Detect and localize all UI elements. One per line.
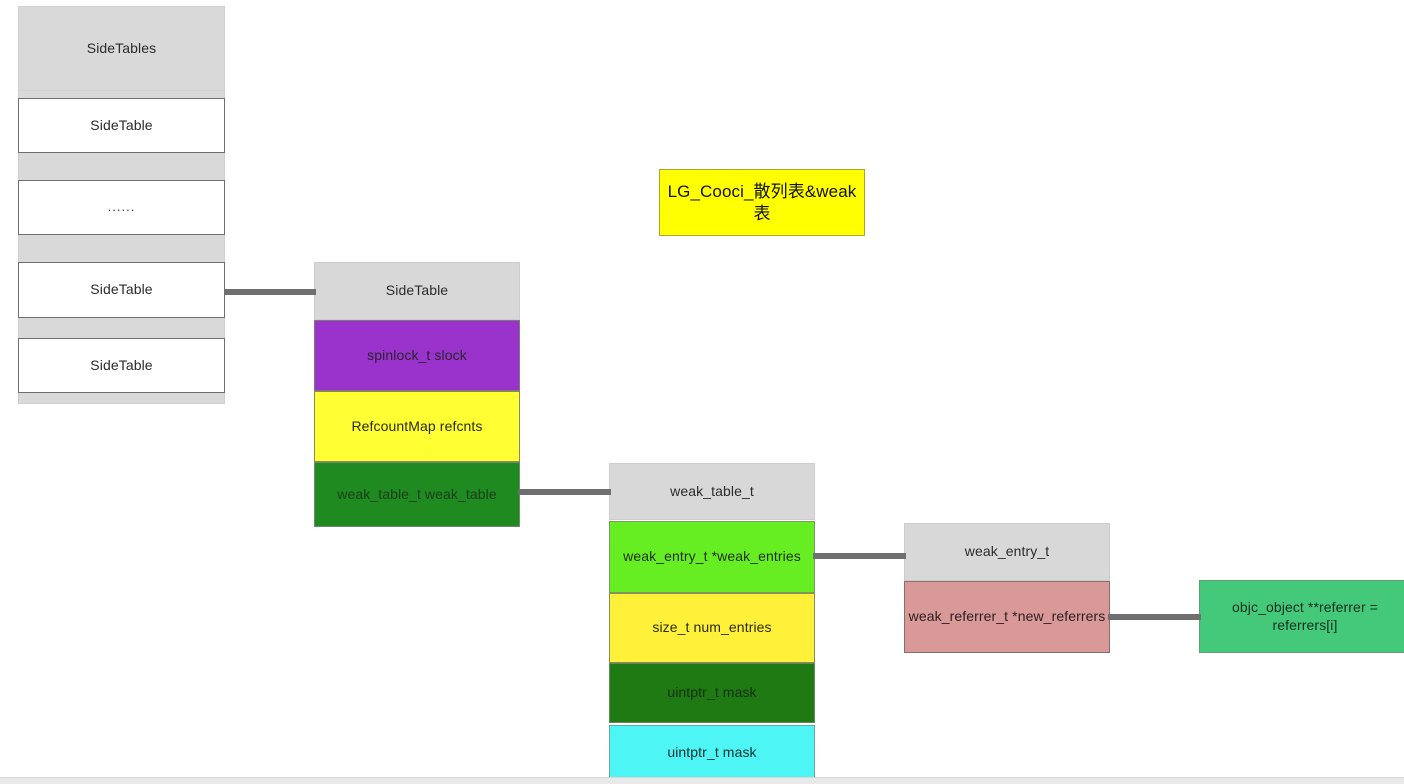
connector-weak-table-to-weak-entry (813, 553, 906, 559)
sidetables-group-header: SideTables (18, 6, 225, 91)
connector-sidetable-to-weak-table (518, 489, 611, 495)
sidetables-cell-2[interactable]: SideTable (18, 262, 225, 318)
sidetables-cell-0[interactable]: SideTable (18, 98, 225, 153)
connector-sidetables-to-sidetable (224, 289, 316, 295)
page-bottom-edge (0, 777, 1404, 784)
weak-entry-struct-header: weak_entry_t (904, 523, 1110, 581)
sidetable-field-slock[interactable]: spinlock_t slock (314, 320, 520, 391)
weak-table-field-mask-1[interactable]: uintptr_t mask (609, 663, 815, 723)
sidetables-cell-1[interactable]: ...... (18, 180, 225, 235)
weak-table-field-num-entries[interactable]: size_t num_entries (609, 593, 815, 663)
referrer-box[interactable]: objc_object **referrer = referrers[i] (1199, 580, 1404, 653)
sidetables-cell-3[interactable]: SideTable (18, 338, 225, 393)
weak-table-field-mask-2[interactable]: uintptr_t mask (609, 725, 815, 781)
sidetable-field-weak-table[interactable]: weak_table_t weak_table (314, 462, 520, 527)
weak-table-field-weak-entries[interactable]: weak_entry_t *weak_entries (609, 521, 815, 593)
sidetable-field-refcnts[interactable]: RefcountMap refcnts (314, 391, 520, 462)
weak-entry-field-new-referrers[interactable]: weak_referrer_t *new_referrers (904, 581, 1110, 653)
weak-table-struct-header: weak_table_t (609, 463, 815, 520)
title-banner: LG_Cooci_散列表&weak表 (659, 169, 865, 236)
connector-weak-entry-to-referrer (1108, 614, 1201, 620)
sidetable-struct-header: SideTable (314, 262, 520, 320)
